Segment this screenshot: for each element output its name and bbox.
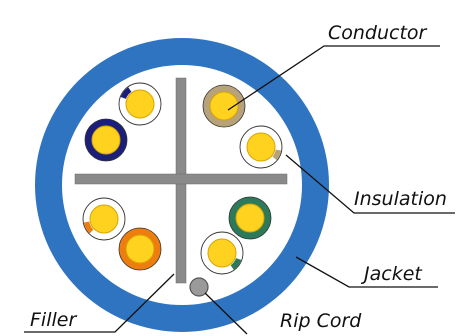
twisted-pair-wires [82, 82, 283, 275]
conductor-leader [227, 45, 440, 111]
conductor-core [91, 125, 121, 155]
conductor-core [235, 203, 265, 233]
jacket-leader [295, 256, 438, 288]
rip-cord-leader [204, 292, 248, 335]
insulation-label: Insulation [354, 188, 447, 210]
conductor-core [89, 204, 119, 234]
filler-separator [74, 77, 288, 284]
insulation-stripe [83, 221, 94, 234]
conductor-core [125, 89, 155, 119]
leader-lines [24, 45, 455, 335]
conductor-label: Conductor [328, 22, 428, 44]
rip-cord [189, 277, 209, 297]
insulation-stripe [272, 149, 282, 161]
wire-green [228, 196, 272, 240]
insulation-leader [285, 154, 455, 214]
conductor-core [207, 238, 237, 268]
wire-green-stripe [200, 231, 244, 275]
wire-orange-stripe [82, 197, 126, 241]
filler-leader [24, 273, 175, 333]
insulation-stripe [230, 258, 242, 270]
wire-blue [84, 118, 128, 162]
conductor-core [125, 234, 155, 264]
insulation-stripe [120, 87, 132, 99]
filler-label: Filler [30, 309, 77, 331]
wire-blue-stripe [118, 82, 162, 126]
wire-orange [118, 227, 162, 271]
jacket-label: Jacket [360, 263, 423, 285]
rip-cord-label: Rip Cord [280, 310, 362, 332]
conductor-core [246, 132, 276, 162]
filler-horizontal-bar [74, 173, 288, 185]
wire-brown-stripe [239, 125, 283, 169]
conductor-core [209, 91, 239, 121]
wire-brown [202, 84, 246, 128]
